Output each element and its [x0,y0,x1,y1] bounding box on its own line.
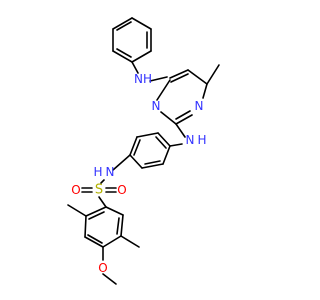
bond [100,179,105,184]
bond [144,160,161,165]
ring-nitrogen-label: N [195,99,204,113]
bond [131,17,152,30]
sulfonamide-nitrogen-label: N [106,165,115,179]
bond [102,273,117,285]
oxygen-label: O [71,183,80,197]
bond [84,215,87,238]
atom-labels: NH N N N H N H S O O O [71,72,206,275]
sulfur-label: S [95,183,103,198]
bond [162,145,171,165]
molecule-structure: NH N N N H N H S O O O [67,17,220,285]
bond [116,217,120,235]
bond [169,69,189,79]
bond [155,136,167,149]
bond [202,83,208,99]
bond [141,163,164,169]
bond [120,235,140,248]
bond [157,132,171,147]
bond [170,73,189,83]
bond [67,204,87,217]
bond [131,61,139,74]
bond [84,236,104,248]
bond [206,64,220,85]
nh-top-label: NH [134,72,152,86]
bond [133,139,141,156]
bond [156,79,171,101]
bond [169,143,183,147]
bond [105,206,124,216]
bond [87,234,103,244]
bond [129,136,138,156]
methoxy-oxygen-label: O [98,261,107,275]
bond [112,154,131,171]
bond [149,76,168,82]
linker-nitrogen-label: N [186,133,195,147]
bond [116,21,132,31]
bond [98,196,107,208]
bond [112,17,133,30]
bonds [67,17,220,285]
bond [160,111,177,125]
bond [120,214,124,237]
sulfonamide-hydrogen-label: H [93,165,102,179]
bond [116,48,132,58]
ring-nitrogen-label: N [152,99,161,113]
bond [85,206,107,217]
bond [175,123,186,138]
linker-hydrogen-label: H [197,133,206,147]
bond [175,114,193,125]
bond [175,110,191,120]
bond [129,154,143,169]
bond [102,235,122,248]
bond [131,50,152,63]
oxygen-label: O [117,183,126,197]
bond [88,211,105,220]
bond [187,69,208,85]
bond [136,132,159,138]
bond [112,50,133,63]
